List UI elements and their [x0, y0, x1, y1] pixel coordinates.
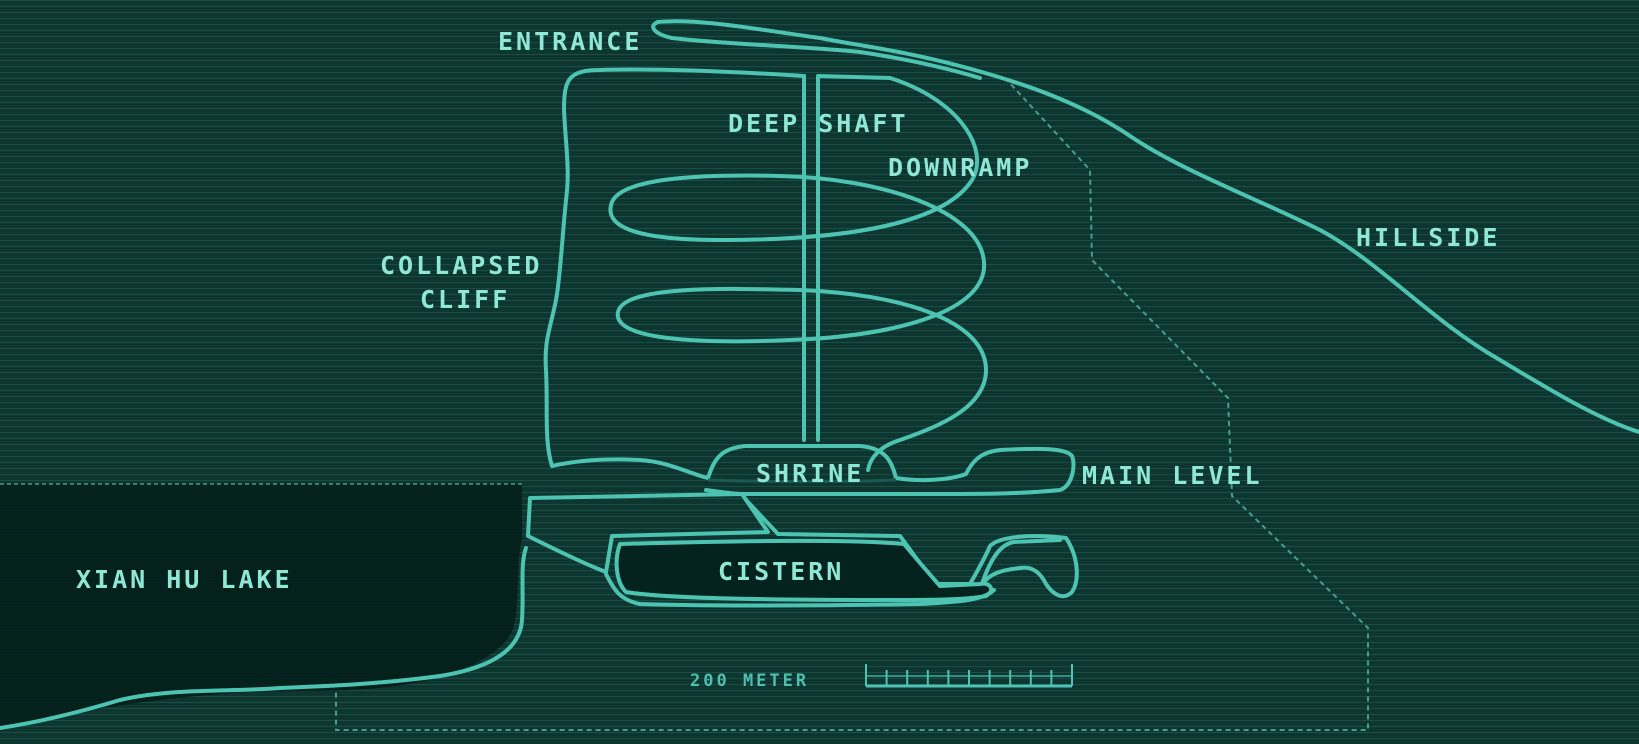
- label-main-level: MAIN LEVEL: [1082, 461, 1263, 490]
- dashed-boundary: [335, 77, 1369, 731]
- shrine-chamber: [706, 444, 898, 480]
- downramp-spiral: [608, 76, 989, 472]
- entrance-ledge: [651, 20, 982, 80]
- side-pocket: [980, 538, 1062, 586]
- shrine-floor: [707, 478, 897, 483]
- lake-water: [0, 484, 522, 728]
- hillside-line: [656, 19, 1639, 434]
- label-entrance: ENTRANCE: [498, 27, 642, 56]
- label-lake: XIAN HU LAKE: [76, 565, 293, 594]
- collapsed-cliff-wall: [543, 67, 806, 480]
- label-shrine: SHRINE: [756, 459, 864, 488]
- lake-shoreline: [0, 546, 528, 730]
- scale-bar-ticks: [865, 664, 1073, 686]
- label-cistern: CISTERN: [718, 557, 844, 586]
- deep-shaft-right-wall: [816, 74, 892, 442]
- cistern-lower-edge: [604, 572, 996, 608]
- lower-passage: [526, 492, 770, 574]
- scale-bar-label: 200 METER: [690, 671, 809, 691]
- label-hillside: HILLSIDE: [1356, 223, 1500, 252]
- label-downramp: DOWNRAMP: [888, 153, 1032, 182]
- label-deep-shaft: DEEP SHAFT: [728, 109, 909, 138]
- label-collapsed-cliff-1: COLLAPSED: [380, 251, 542, 280]
- scale-bar: 200 METER: [690, 664, 1073, 691]
- main-level-cavern: [704, 446, 1076, 496]
- label-collapsed-cliff-2: CLIFF: [420, 285, 510, 314]
